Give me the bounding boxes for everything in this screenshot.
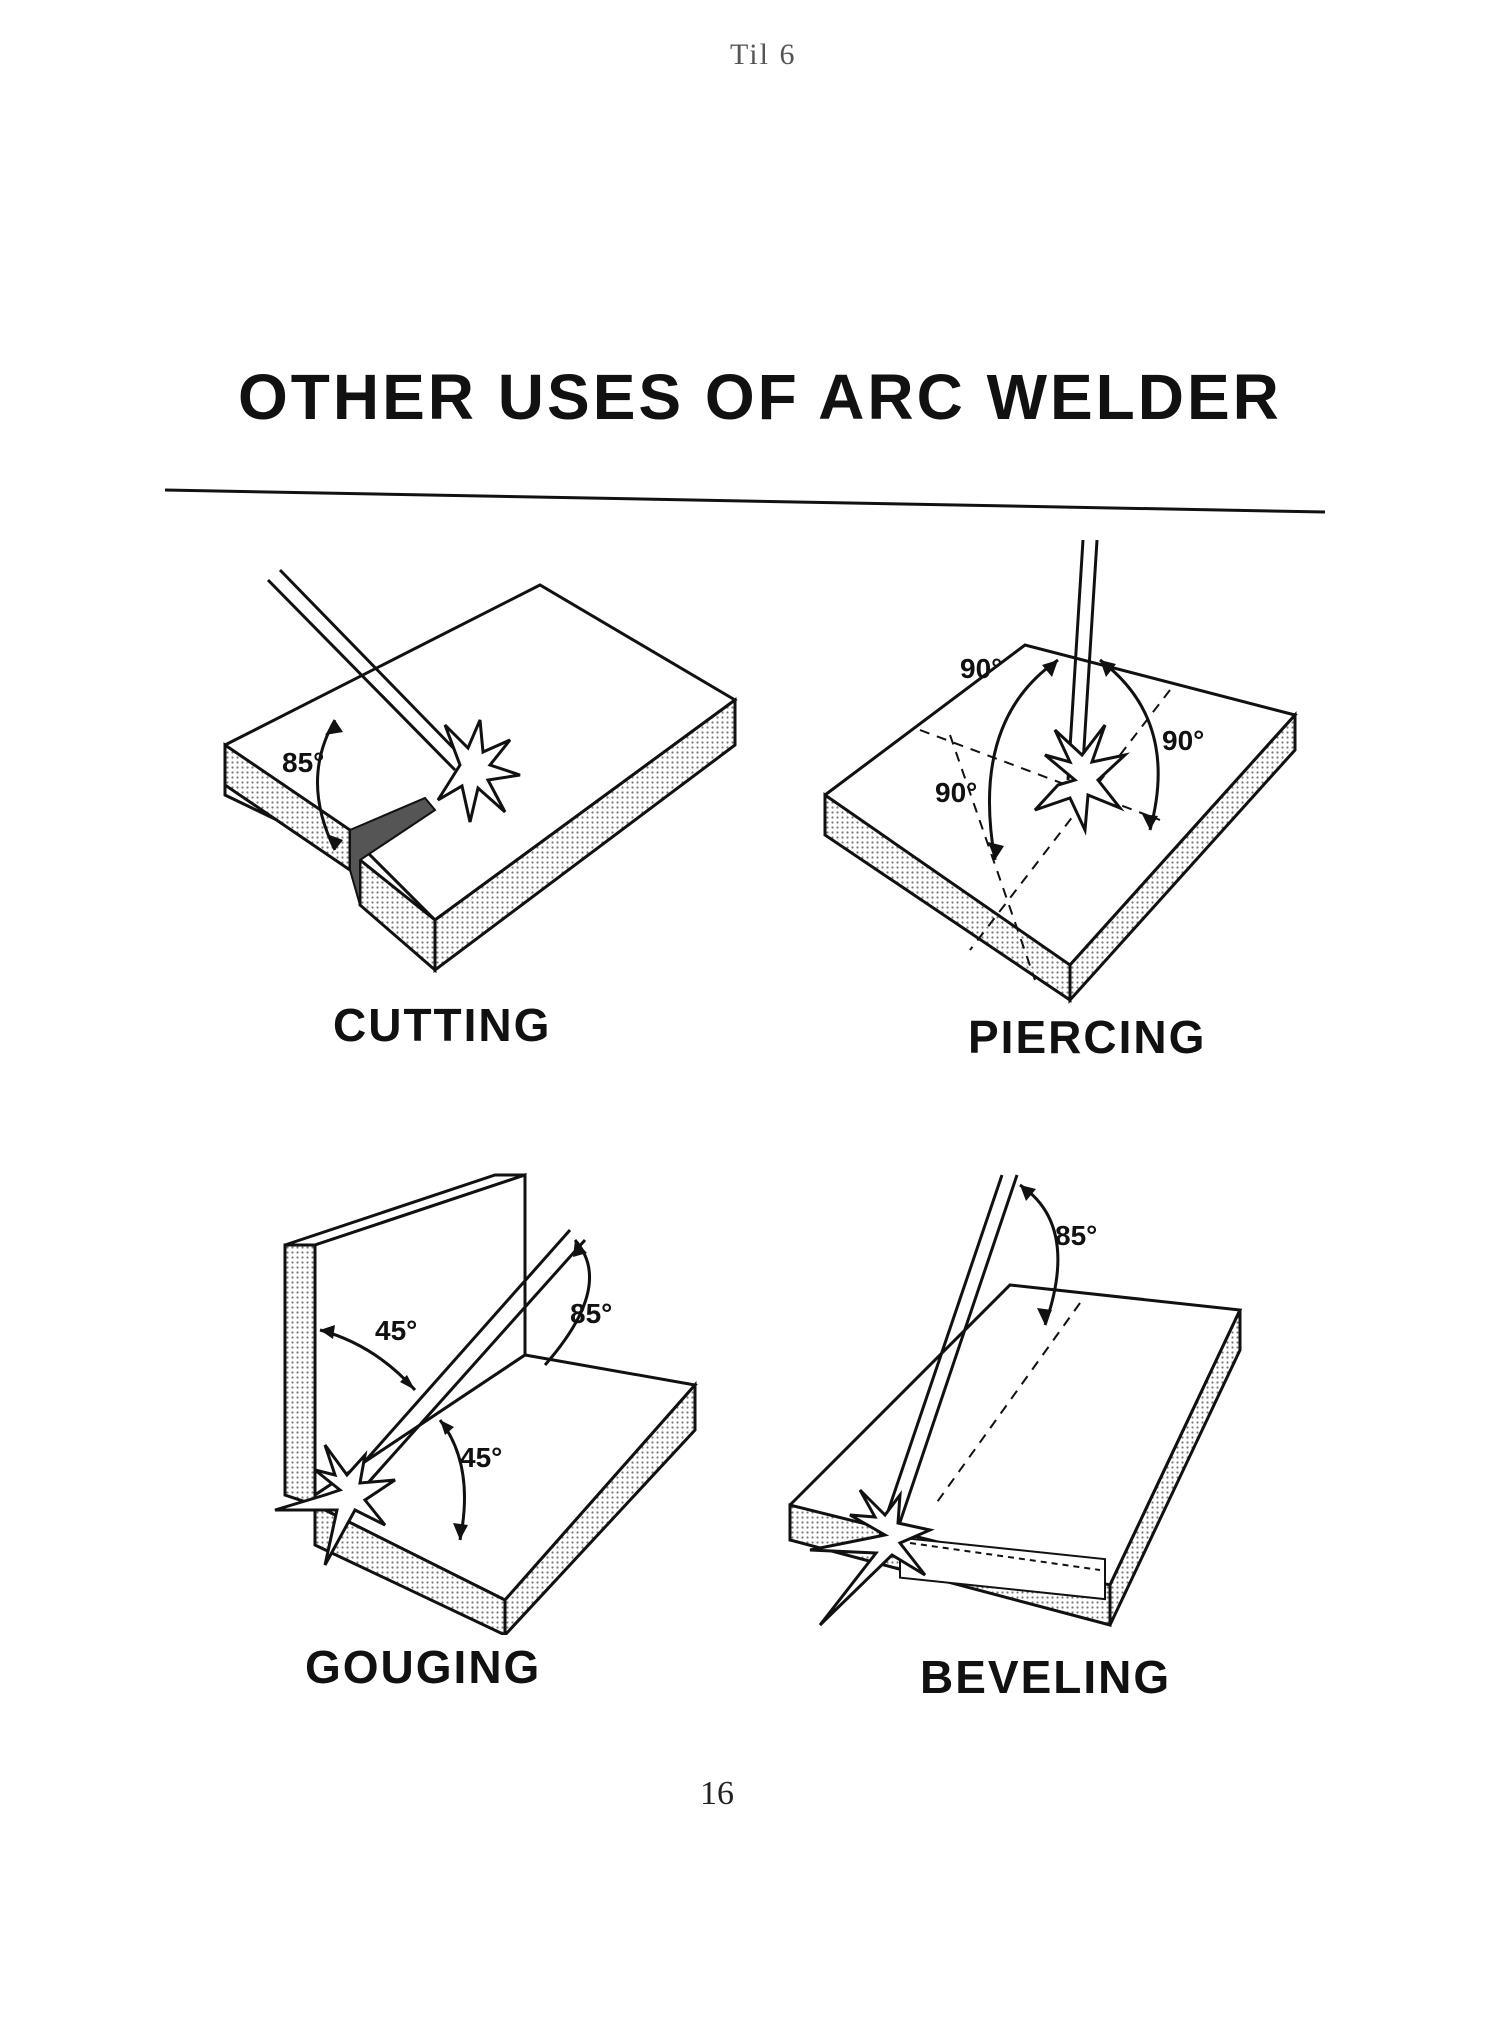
piercing-angle-left: 90° [935,777,977,808]
piercing-caption: PIERCING [968,1011,1207,1063]
header-mark: Til 6 [730,38,797,71]
piercing-angle-right: 90° [1162,725,1204,756]
page-number: 16 [700,1775,734,1812]
gouging-illustration: 45° 45° 85° [274,1172,698,1635]
cutting-angle-label: 85° [282,747,324,778]
piercing-illustration: 90° 90° 90° [823,540,1298,1004]
arc-spark-icon [809,1488,935,1627]
gouging-angle-lower: 45° [460,1442,502,1473]
beveling-illustration: 85° [788,1174,1243,1627]
gouging-angle-upper: 45° [375,1315,417,1346]
cutting-illustration: 85° [223,568,738,974]
arc-spark-icon [436,719,521,823]
arc-spark-icon [274,1444,396,1566]
arc-spark-icon [1033,724,1131,836]
piercing-angle-top: 90° [960,653,1002,684]
beveling-caption: BEVELING [920,1651,1172,1703]
cutting-caption: CUTTING [333,999,552,1051]
page-title: OTHER USES OF ARC WELDER [238,361,1282,433]
gouging-caption: GOUGING [305,1641,542,1693]
beveling-angle-label: 85° [1055,1220,1097,1251]
gouging-angle-right: 85° [570,1298,612,1329]
